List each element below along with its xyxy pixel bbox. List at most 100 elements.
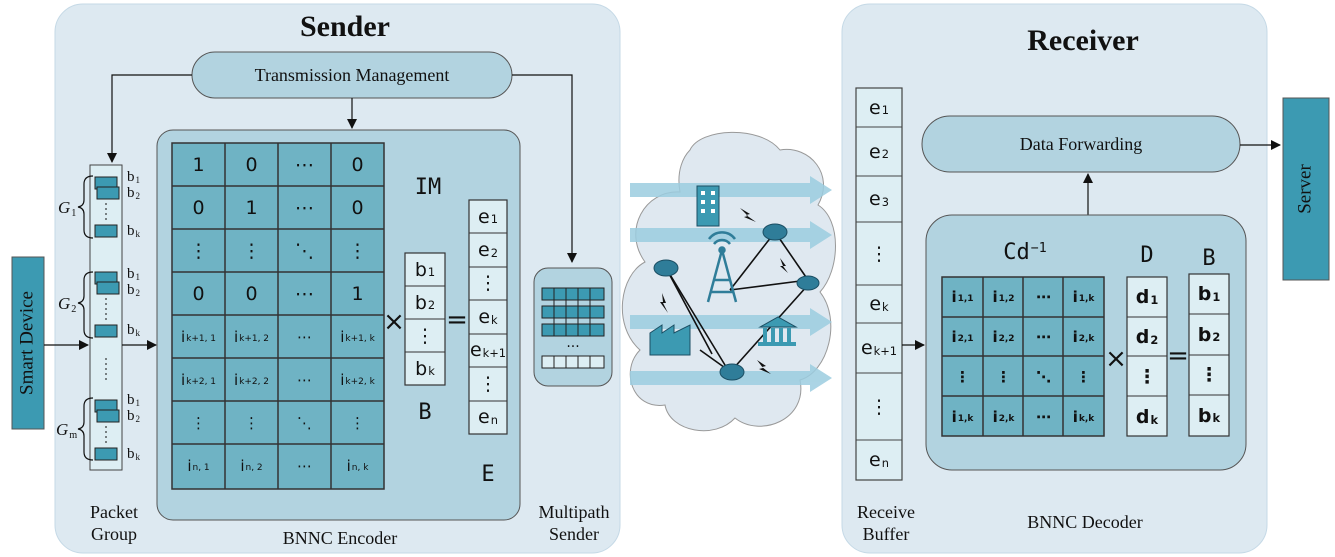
building-icon bbox=[696, 185, 720, 227]
im-matrix bbox=[171, 142, 385, 490]
im-cell: 1 bbox=[351, 282, 364, 305]
svg-text:···: ··· bbox=[566, 339, 579, 355]
sender-times-symbol: × bbox=[383, 307, 405, 337]
group-m-brace bbox=[77, 397, 94, 461]
im-cell: 1 bbox=[192, 153, 205, 176]
mgmt-to-multipath-arrow bbox=[512, 74, 577, 263]
cd-inverse-label: Cd−1 bbox=[1003, 240, 1047, 265]
im-cell: ⋯ bbox=[297, 370, 312, 389]
server-box bbox=[1282, 97, 1330, 281]
cd-inverse-cell: ⋯ bbox=[1036, 408, 1051, 426]
mgmt-to-group-arrow bbox=[107, 74, 192, 163]
receive-buffer-label: Receive Buffer bbox=[857, 502, 915, 544]
group-2-packets bbox=[94, 271, 120, 338]
receiver-b-label: B bbox=[1202, 246, 1216, 271]
buffer-cell: ⋮ bbox=[869, 395, 889, 418]
im-cell: ⋮ bbox=[350, 413, 365, 432]
sender-b-label: B bbox=[418, 400, 432, 425]
im-cell: ⋮ bbox=[242, 239, 261, 262]
packet-label: b1 bbox=[127, 392, 140, 409]
cell-tower-icon bbox=[706, 231, 738, 303]
transmission-management-label: Transmission Management bbox=[254, 65, 450, 85]
receiver-title: Receiver bbox=[1027, 24, 1139, 57]
im-cell: 0 bbox=[351, 196, 364, 219]
im-cell: ⋮ bbox=[189, 239, 208, 262]
im-cell: ⋮ bbox=[244, 413, 259, 432]
packet-label: b1 bbox=[127, 266, 140, 283]
im-cell: ⋯ bbox=[297, 456, 312, 475]
group-1-brace bbox=[77, 175, 94, 239]
im-cell: ⋱ bbox=[297, 413, 312, 432]
packet-label: bk bbox=[127, 446, 140, 463]
sender-b-vector bbox=[404, 252, 446, 386]
factory-icon bbox=[649, 324, 691, 356]
bnnc-encoder-label: BNNC Encoder bbox=[282, 528, 398, 548]
packet-group-label: Packet Group bbox=[90, 502, 138, 544]
im-cell: 0 bbox=[351, 153, 364, 176]
router-icons bbox=[653, 223, 820, 381]
group-m-packets bbox=[94, 399, 120, 461]
cd-inverse-cell: ⋱ bbox=[1036, 368, 1051, 386]
data-forwarding-box bbox=[921, 115, 1241, 173]
packet-label: bk bbox=[127, 223, 140, 240]
im-cell: ⋯ bbox=[295, 153, 314, 176]
packet-label: b2 bbox=[127, 282, 140, 299]
cd-inverse-cell: ⋮ bbox=[955, 368, 970, 386]
cd-inverse-cell: ⋮ bbox=[1076, 368, 1091, 386]
im-cell: 0 bbox=[192, 282, 205, 305]
packet-label: b2 bbox=[127, 185, 140, 202]
e-cell: ⋮ bbox=[478, 372, 498, 395]
smart-device-box bbox=[11, 256, 45, 430]
sender-equals-symbol: = bbox=[446, 305, 468, 335]
d-cell: ⋮ bbox=[1137, 366, 1157, 388]
im-cell: 0 bbox=[245, 282, 258, 305]
im-cell: 0 bbox=[192, 196, 205, 219]
im-label: IM bbox=[414, 175, 442, 200]
server-label: Server bbox=[1294, 164, 1316, 214]
cd-inverse-cell: ⋯ bbox=[1036, 288, 1051, 306]
data-forwarding-label: Data Forwarding bbox=[1019, 134, 1143, 154]
im-cell: ⋯ bbox=[295, 282, 314, 305]
e-cell: ⋮ bbox=[478, 272, 498, 295]
im-cell: ⋮ bbox=[348, 239, 367, 262]
bnnc-decoder-label: BNNC Decoder bbox=[1027, 512, 1143, 532]
packet-label: b2 bbox=[127, 408, 140, 425]
group-1-label: G1 bbox=[58, 198, 77, 219]
group-1-packets bbox=[94, 176, 120, 238]
im-cell: ⋯ bbox=[295, 196, 314, 219]
d-vector bbox=[1126, 276, 1168, 437]
multipath-sender: ··· bbox=[533, 267, 613, 387]
receiver-times-symbol: × bbox=[1105, 344, 1127, 374]
group-m-label: Gm bbox=[56, 420, 78, 441]
multipath-sender-label: Multipath Sender bbox=[538, 502, 610, 544]
im-cell: ⋱ bbox=[295, 239, 314, 262]
receiver-equals-symbol: = bbox=[1167, 341, 1189, 371]
sender-title: Sender bbox=[300, 10, 390, 43]
